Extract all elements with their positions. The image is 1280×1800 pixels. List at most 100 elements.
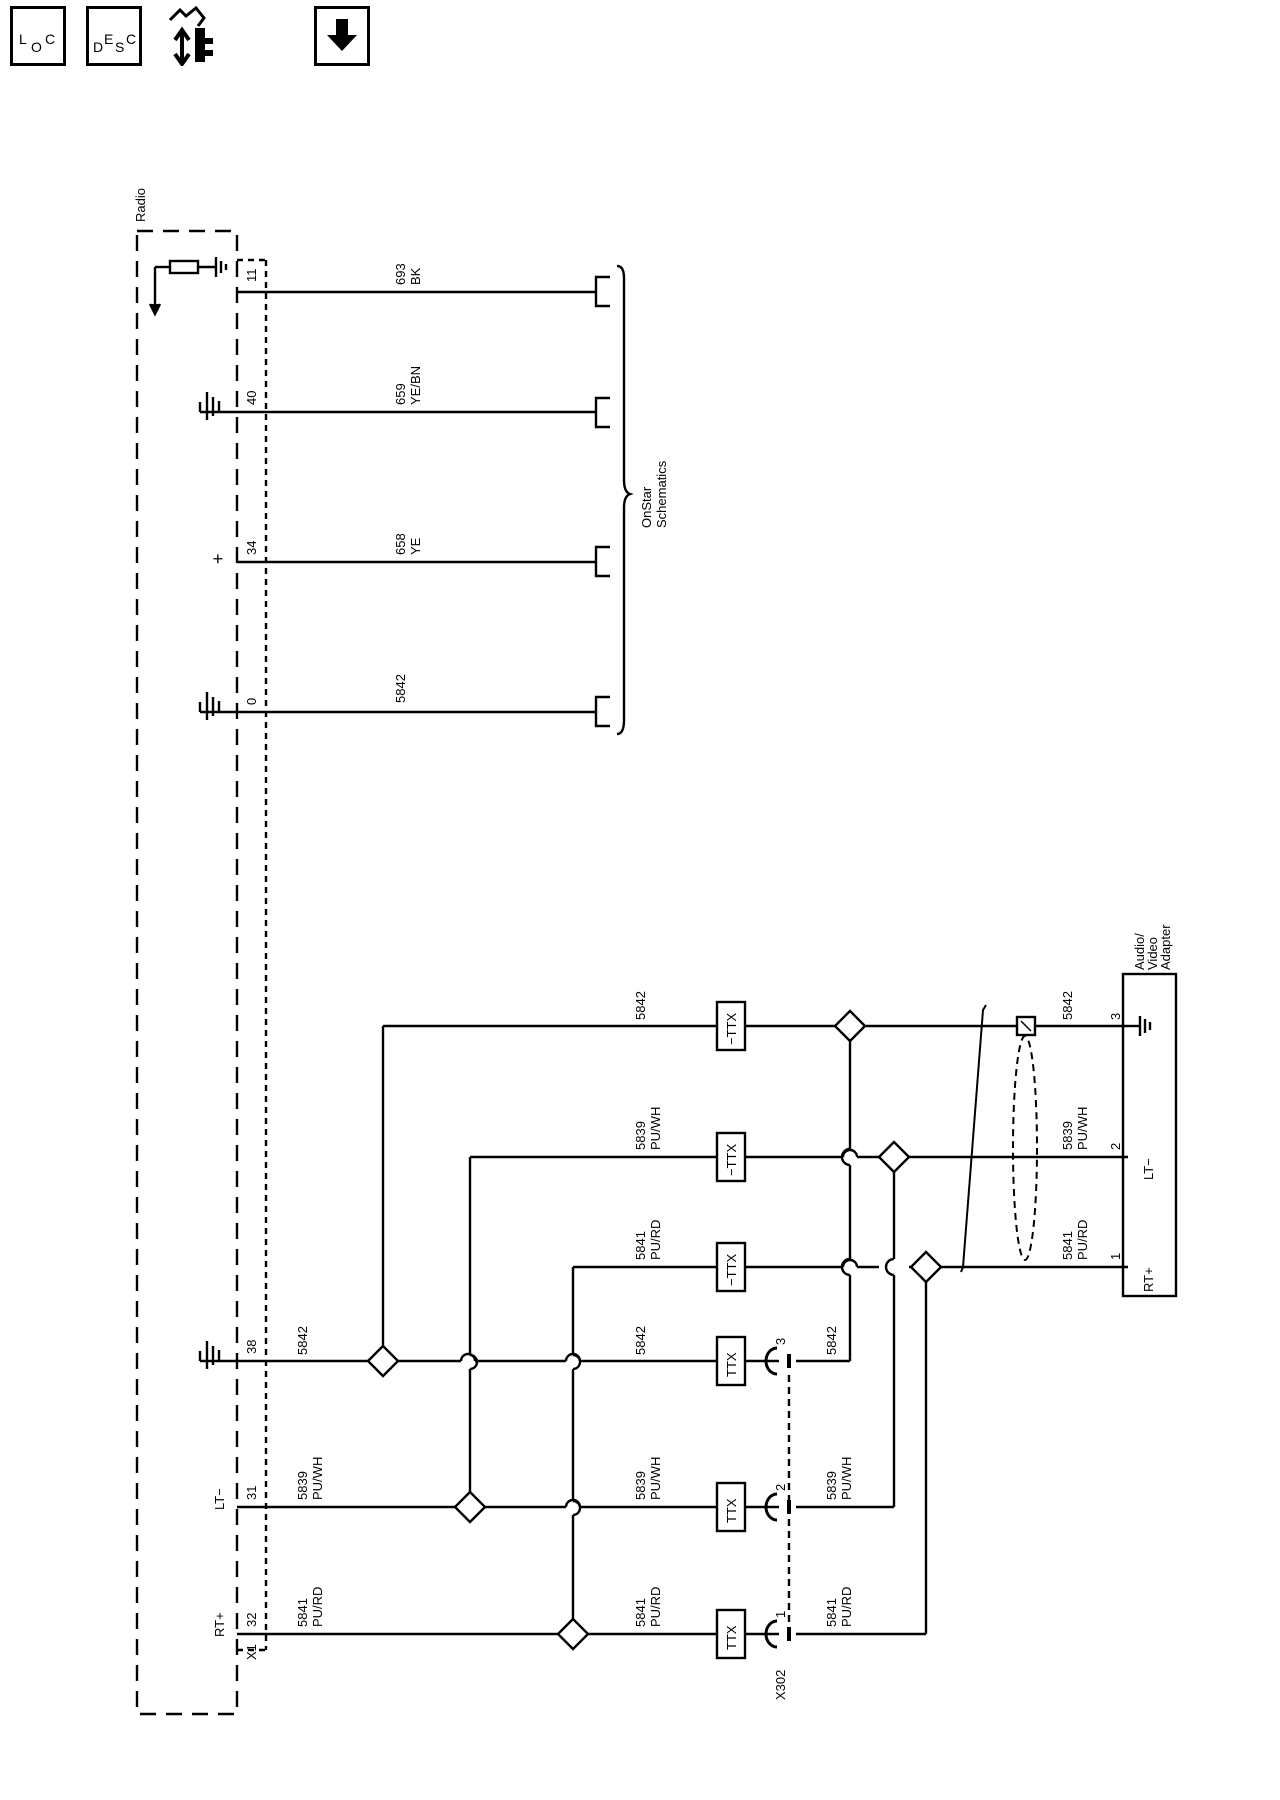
ttx-box-5839-lower bbox=[715, 1481, 747, 1533]
circuit-659: 659 bbox=[393, 383, 408, 405]
color-pu-wh-ttx-lower: PU/WH bbox=[648, 1457, 663, 1500]
radio-rt-plus-label: RT+ bbox=[212, 1612, 227, 1637]
desc-letter-2: E bbox=[104, 31, 114, 47]
ttx-label: TTX bbox=[724, 1625, 739, 1650]
audio-wires bbox=[237, 972, 1178, 1649]
onstar-label-line2: Schematics bbox=[654, 460, 669, 528]
circuit-5841-x302: 5841 bbox=[824, 1598, 839, 1627]
circuit-5842-ttx-upper: 5842 bbox=[633, 991, 648, 1020]
loc-letter-2: O bbox=[31, 39, 42, 55]
pin-31: 31 bbox=[244, 1486, 259, 1500]
circuit-5842-radio: 5842 bbox=[295, 1326, 310, 1355]
adapter-name-line3: Adapter bbox=[1158, 924, 1173, 970]
circuit-658: 658 bbox=[393, 533, 408, 555]
color-pu-rd-radio: PU/RD bbox=[310, 1587, 325, 1627]
splice-diamonds bbox=[366, 1009, 943, 1651]
pin-40: 40 bbox=[244, 391, 259, 405]
radio-module-outline bbox=[135, 229, 268, 1716]
circuit-693: 693 bbox=[393, 263, 408, 285]
circuit-5842-adapter: 5842 bbox=[1060, 991, 1075, 1020]
connector-x1-label: X1 bbox=[244, 1644, 259, 1660]
pin-38: 38 bbox=[244, 1340, 259, 1354]
color-ye-bn: YE/BN bbox=[408, 366, 423, 405]
color-bk: BK bbox=[408, 267, 423, 285]
down-arrow-icon bbox=[327, 19, 357, 51]
ttx-label: −TTX bbox=[724, 1144, 739, 1176]
ttx-box-5842-upper bbox=[715, 1000, 747, 1052]
color-pu-wh-adapter: PU/WH bbox=[1075, 1107, 1090, 1150]
radio-label: Radio bbox=[133, 188, 148, 222]
ttx-box-5839-upper bbox=[715, 1131, 747, 1183]
circuit-5839-ttx-lower: 5839 bbox=[633, 1471, 648, 1500]
adapter-name-line1: Audio/ bbox=[1132, 933, 1147, 970]
color-pu-wh-x302: PU/WH bbox=[839, 1457, 854, 1500]
splice-5839-radio bbox=[453, 1490, 487, 1524]
loc-letter-1: L bbox=[19, 31, 27, 47]
circuit-5842-x302: 5842 bbox=[824, 1326, 839, 1355]
connector-end-view-icon bbox=[168, 5, 213, 68]
circuit-5842-ttx-lower: 5842 bbox=[633, 1326, 648, 1355]
radio-internal-symbols bbox=[148, 257, 237, 1369]
ttx-box-5841-upper bbox=[715, 1241, 747, 1293]
adapter-pin-3: 3 bbox=[1108, 1013, 1123, 1020]
adapter-rt-plus-label: RT+ bbox=[1141, 1267, 1156, 1292]
onstar-label-line1: OnStar bbox=[639, 486, 654, 528]
component-locator-button[interactable]: L O C bbox=[10, 6, 66, 66]
adapter-pin-1: 1 bbox=[1108, 1253, 1123, 1260]
desc-letter-4: C bbox=[126, 31, 137, 47]
pin-11: 11 bbox=[244, 269, 259, 283]
circuit-5841-radio: 5841 bbox=[295, 1598, 310, 1627]
splice-5839-adapter bbox=[877, 1140, 911, 1174]
color-pu-wh-ttx-upper: PU/WH bbox=[648, 1107, 663, 1150]
color-pu-rd-adapter: PU/RD bbox=[1075, 1220, 1090, 1260]
circuit-5842-upper: 5842 bbox=[393, 674, 408, 703]
color-pu-rd-x302: PU/RD bbox=[839, 1587, 854, 1627]
connector-end-view-button[interactable] bbox=[160, 5, 226, 68]
pin-0: 0 bbox=[244, 698, 259, 705]
loc-letter-3: C bbox=[45, 31, 56, 47]
pin-32: 32 bbox=[244, 1613, 259, 1627]
adapter-lt-minus-label: LT− bbox=[1141, 1158, 1156, 1180]
x302-pin-3: 3 bbox=[773, 1338, 788, 1345]
x302-pin-1: 1 bbox=[773, 1611, 788, 1618]
desc-letter-1: D bbox=[93, 39, 104, 55]
ttx-boxes bbox=[715, 1000, 747, 1660]
adapter-pin-2: 2 bbox=[1108, 1143, 1123, 1150]
color-pu-wh-radio: PU/WH bbox=[310, 1457, 325, 1500]
pin-34: 34 bbox=[244, 541, 259, 555]
circuit-5841-adapter: 5841 bbox=[1060, 1231, 1075, 1260]
circuit-5839-ttx-upper: 5839 bbox=[633, 1121, 648, 1150]
splice-5841-adapter bbox=[909, 1250, 943, 1284]
onstar-wires bbox=[237, 264, 634, 736]
upper-pin-labels: 11 40 34 0 693 BK 659 YE/BN 658 YE 5842 … bbox=[244, 263, 669, 705]
radio-lt-minus-label: LT− bbox=[212, 1488, 227, 1510]
supply-symbol: + bbox=[208, 553, 228, 564]
ttx-box-5841-lower bbox=[715, 1608, 747, 1660]
toolbar: L O C D E S C bbox=[0, 0, 1280, 80]
ttx-label: −TTX bbox=[724, 1013, 739, 1045]
circuit-5839-adapter: 5839 bbox=[1060, 1121, 1075, 1150]
desc-letter-3: S bbox=[115, 39, 125, 55]
next-page-button[interactable] bbox=[314, 6, 370, 66]
adapter-name-line2: Video bbox=[1145, 937, 1160, 970]
color-ye: YE bbox=[408, 537, 423, 555]
connector-x302-label: X302 bbox=[773, 1670, 788, 1700]
splice-5841-radio bbox=[556, 1617, 590, 1651]
splice-5842-adapter bbox=[833, 1009, 867, 1043]
color-pu-rd-ttx-lower: PU/RD bbox=[648, 1587, 663, 1627]
circuit-5841-ttx-lower: 5841 bbox=[633, 1598, 648, 1627]
circuit-5841-ttx-upper: 5841 bbox=[633, 1231, 648, 1260]
audio-text-labels: 38 31 32 LT− RT+ X1 5842 5839 PU/WH 5841… bbox=[212, 924, 1173, 1700]
circuit-5839-x302: 5839 bbox=[824, 1471, 839, 1500]
ttx-labels: −TTX −TTX −TTX TTX TTX TTX bbox=[724, 1013, 739, 1650]
ttx-box-5842-lower bbox=[715, 1335, 747, 1387]
circuit-5839-radio: 5839 bbox=[295, 1471, 310, 1500]
splice-5842-radio bbox=[366, 1344, 400, 1378]
x302-pin-2: 2 bbox=[773, 1484, 788, 1491]
color-pu-rd-ttx-upper: PU/RD bbox=[648, 1220, 663, 1260]
description-button[interactable]: D E S C bbox=[86, 6, 142, 66]
ttx-label: −TTX bbox=[724, 1254, 739, 1286]
ttx-label: TTX bbox=[724, 1498, 739, 1523]
ttx-label: TTX bbox=[724, 1352, 739, 1377]
